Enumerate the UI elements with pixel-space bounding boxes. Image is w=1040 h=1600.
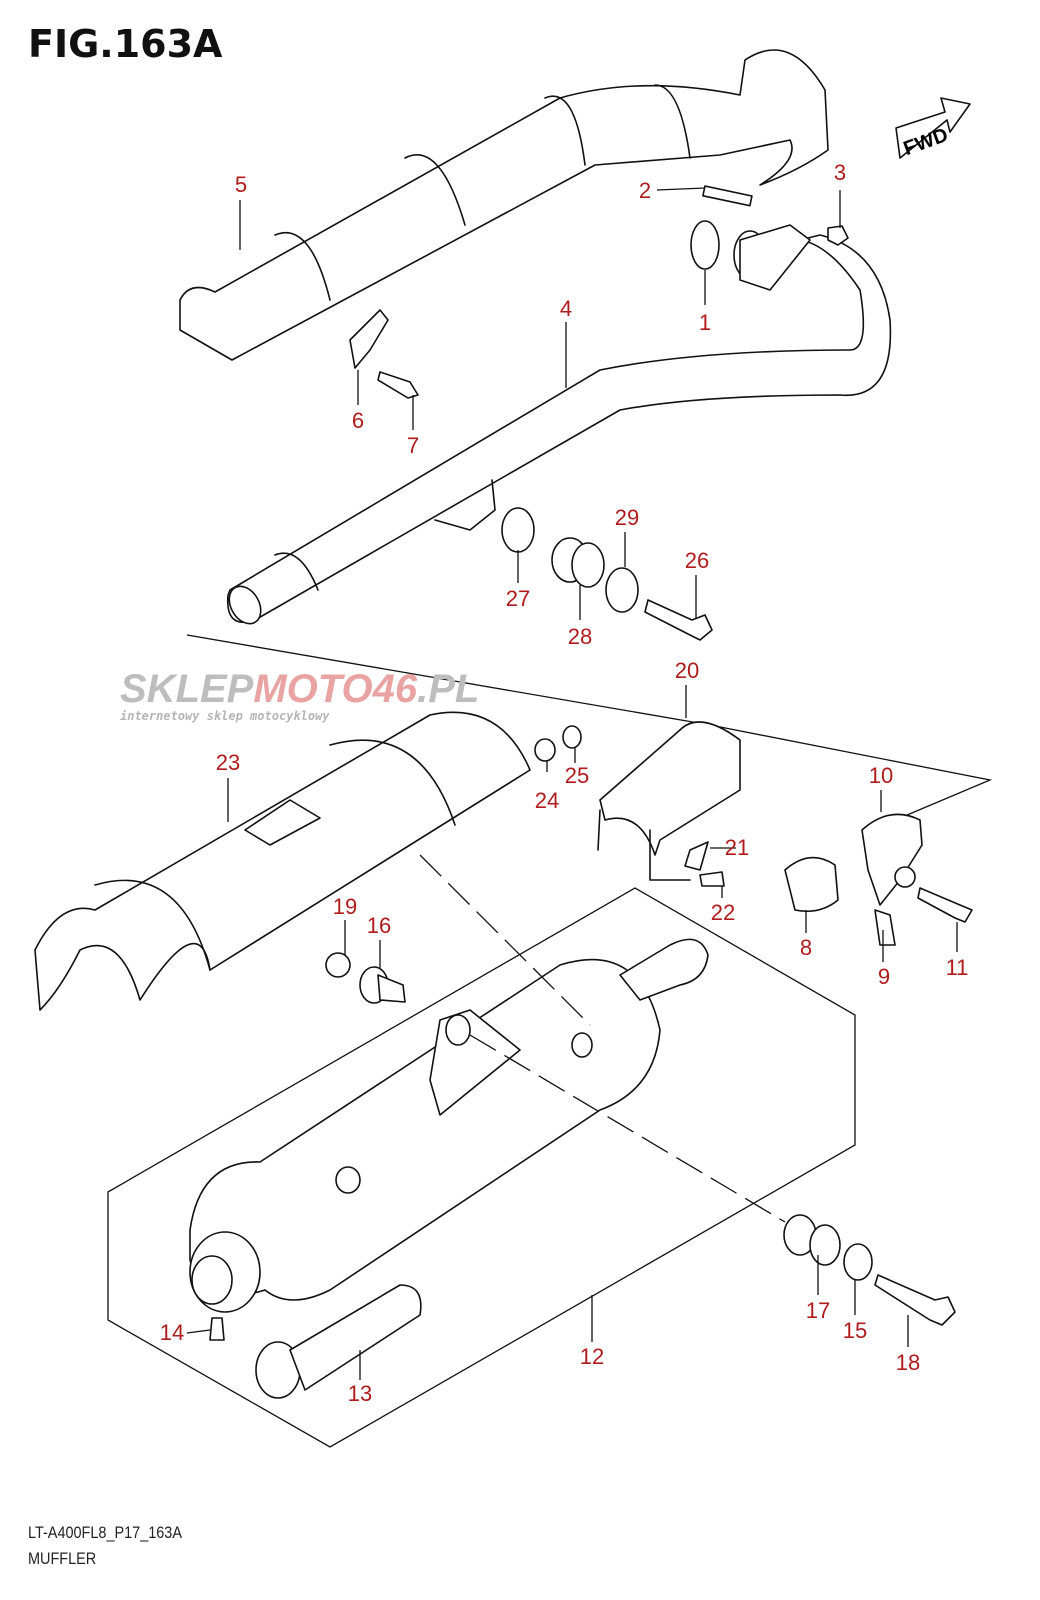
callout-22[interactable]: 22 [711,900,735,925]
callout-8[interactable]: 8 [800,935,812,960]
figure-code: LT-A400FL8_P17_163A [28,1523,182,1542]
part-exhaust-pipe [226,234,892,625]
callout-12[interactable]: 12 [580,1344,604,1369]
callout-16[interactable]: 16 [367,913,391,938]
callout-15[interactable]: 15 [843,1318,867,1343]
leader-lines [186,187,958,1380]
part-spark-arrester [209,1284,422,1399]
part-grommet-collar [325,952,406,1004]
callout-5[interactable]: 5 [235,172,247,197]
part-heat-shield-upper [179,49,829,361]
callout-13[interactable]: 13 [348,1381,372,1406]
callout-17[interactable]: 17 [806,1298,830,1323]
callout-6[interactable]: 6 [352,408,364,433]
callout-27[interactable]: 27 [506,586,530,611]
callout-24[interactable]: 24 [535,788,559,813]
watermark: SKLEPMOTO46.PL internetowy sklep motocyk… [120,667,479,723]
callout-19[interactable]: 19 [333,894,357,919]
callout-9[interactable]: 9 [878,964,890,989]
callout-11[interactable]: 11 [946,955,969,980]
callout-14[interactable]: 14 [160,1320,184,1345]
part-heat-shield-lower [34,711,531,1011]
figure-title: FIG.163A [28,22,223,66]
callout-10[interactable]: 10 [869,763,893,788]
callout-labels: 1 2 3 4 5 6 7 8 9 10 11 12 13 14 15 16 1… [160,160,969,1406]
callout-25[interactable]: 25 [565,763,589,788]
figure-footer: LT-A400FL8_P17_163A MUFFLER [28,1520,182,1572]
part-mount-hardware [501,507,713,641]
svg-text:internetowy sklep motocyklowy: internetowy sklep motocyklowy [120,709,330,723]
svg-text:SKLEPMOTO46.PL: SKLEPMOTO46.PL [120,667,479,711]
figure-name: MUFFLER [28,1549,97,1568]
part-gasket-flange [690,185,849,291]
callout-23[interactable]: 23 [216,750,240,775]
callout-3[interactable]: 3 [834,160,846,185]
callout-7[interactable]: 7 [407,433,419,458]
part-clamp [784,813,973,946]
callout-18[interactable]: 18 [896,1350,920,1375]
assembly-divider-line [186,634,993,819]
callout-1[interactable]: 1 [699,310,711,335]
callout-26[interactable]: 26 [685,548,709,573]
callout-29[interactable]: 29 [615,505,639,530]
part-bracket-bolt [349,309,419,399]
part-rear-mount-hardware [783,1214,956,1326]
part-joint-pipe [534,721,741,887]
callout-20[interactable]: 20 [675,658,699,683]
part-muffler [189,938,709,1313]
callout-2[interactable]: 2 [639,178,651,203]
fwd-arrow-icon: FWD [895,97,971,160]
callout-4[interactable]: 4 [560,296,572,321]
callout-28[interactable]: 28 [568,624,592,649]
assembly-group-outline [107,887,856,1448]
callout-21[interactable]: 21 [725,835,749,860]
